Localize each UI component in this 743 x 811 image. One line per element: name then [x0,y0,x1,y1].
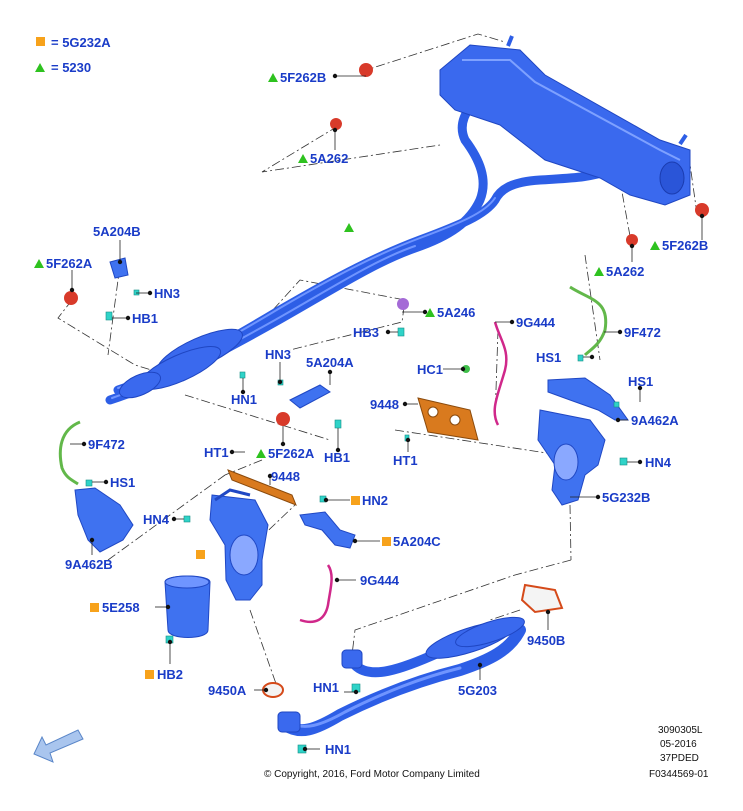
label-hs1-left: HS1 [110,475,135,490]
legend-triangle-text: = 5230 [51,60,91,75]
label-9450b: 9450B [527,633,565,648]
label-9448-right: 9448 [370,397,399,412]
label-hb2: HB2 [157,667,183,682]
insulator-5a262-right [626,234,638,246]
label-5a246: 5A246 [437,305,475,320]
label-5f262b-top: 5F262B [280,70,326,85]
label-5a204c: 5A204C [393,534,441,549]
square-marker-icon [351,496,360,505]
legend: = 5G232A = 5230 [35,35,111,75]
triangle-marker-icon [425,308,435,317]
label-hn1-lower: HN1 [313,680,339,695]
insulator-5f262b-right [695,203,709,217]
triangle-marker-icon [256,449,266,458]
label-9f472-left: 9F472 [88,437,125,452]
manifold-left [209,488,269,601]
label-hn3-mid: HN3 [265,347,291,362]
insulator-5a262-top [330,118,342,130]
label-hn3-left: HN3 [154,286,180,301]
insulator-5f262a-mid [276,412,290,426]
clip-hc1 [462,365,470,373]
label-5g203: 5G203 [458,683,497,698]
bracket-5a204a [289,384,331,409]
copyright-text: © Copyright, 2016, Ford Motor Company Li… [264,769,480,780]
front-direction-arrow-icon [33,729,84,763]
label-markers [34,73,660,679]
square-marker-icon [382,537,391,546]
label-hn1-mid: HN1 [231,392,257,407]
part-labels: 5F262B 5A262 5F262B 5A262 5A204B 5F262A … [46,70,708,757]
bracket-5a204c [299,511,356,549]
label-5g232b: 5G232B [602,490,650,505]
square-marker-icon [90,603,99,612]
manifold-right [537,409,606,506]
triangle-marker-icon [35,63,45,72]
ref-code-1: 3090305L [658,725,703,736]
label-hs1-right-a: HS1 [536,350,561,365]
sensor-5a246 [397,298,409,310]
heat-shield-9a462a [547,377,629,421]
sensor-9g444-bottom [299,564,333,624]
insulators [64,63,709,426]
label-5e258: 5E258 [102,600,140,615]
sensor-9g444-top [493,321,508,426]
triangle-marker-icon [298,154,308,163]
rear-exhaust-assembly [105,35,691,405]
label-hn2: HN2 [362,493,388,508]
legend-square-text: = 5G232A [51,35,111,50]
label-5f262a-mid: 5F262A [268,446,315,461]
triangle-marker-icon [268,73,278,82]
label-9450a: 9450A [208,683,247,698]
gasket-9448-right [417,397,479,441]
label-ht1-right: HT1 [393,453,418,468]
sensor-9f472-right [569,285,608,357]
label-5a204b: 5A204B [93,224,141,239]
square-marker-icon [36,37,45,46]
insulator-5f262b-top [359,63,373,77]
triangle-marker-icon [34,259,44,268]
label-9a462a: 9A462A [631,413,679,428]
gasket-9448-mid [227,469,297,506]
ref-code-2: 37PDED [660,753,699,764]
label-hc1: HC1 [417,362,443,377]
triangle-marker-icon [594,267,604,276]
label-5f262a-left: 5F262A [46,256,93,271]
label-9g444-bottom: 9G444 [360,573,400,588]
heat-shield-5e258 [164,575,211,638]
label-hn4-left: HN4 [143,512,170,527]
triangle-marker-icon [344,223,354,232]
heat-shield-9a462b [74,487,134,553]
sensor-9f472-left [58,420,81,486]
label-5a262-top: 5A262 [310,151,348,166]
label-hb3: HB3 [353,325,379,340]
square-marker-icon [196,550,205,559]
ref-date: 05-2016 [660,739,697,750]
gasket-9450b [520,583,564,614]
label-9a462b: 9A462B [65,557,113,572]
label-hs1-right-b: HS1 [628,374,653,389]
ref-code-3: F0344569-01 [649,769,709,780]
reference-block: 3090305L 05-2016 37PDED F0344569-01 [649,725,709,780]
square-marker-icon [145,670,154,679]
label-hb1-left: HB1 [132,311,158,326]
label-hb1-mid: HB1 [324,450,350,465]
insulator-5f262a-left [64,291,78,305]
label-9448-mid: 9448 [271,469,300,484]
label-9g444-top: 9G444 [516,315,556,330]
label-5a204a: 5A204A [306,355,354,370]
triangle-marker-icon [650,241,660,250]
label-hn4-right: HN4 [645,455,672,470]
label-hn1-bottom: HN1 [325,742,351,757]
leader-dots [69,73,705,752]
label-ht1-left: HT1 [204,445,229,460]
front-pipe-assembly [277,616,526,737]
label-9f472-right: 9F472 [624,325,661,340]
label-5a262-right: 5A262 [606,264,644,279]
label-5f262b-right: 5F262B [662,238,708,253]
